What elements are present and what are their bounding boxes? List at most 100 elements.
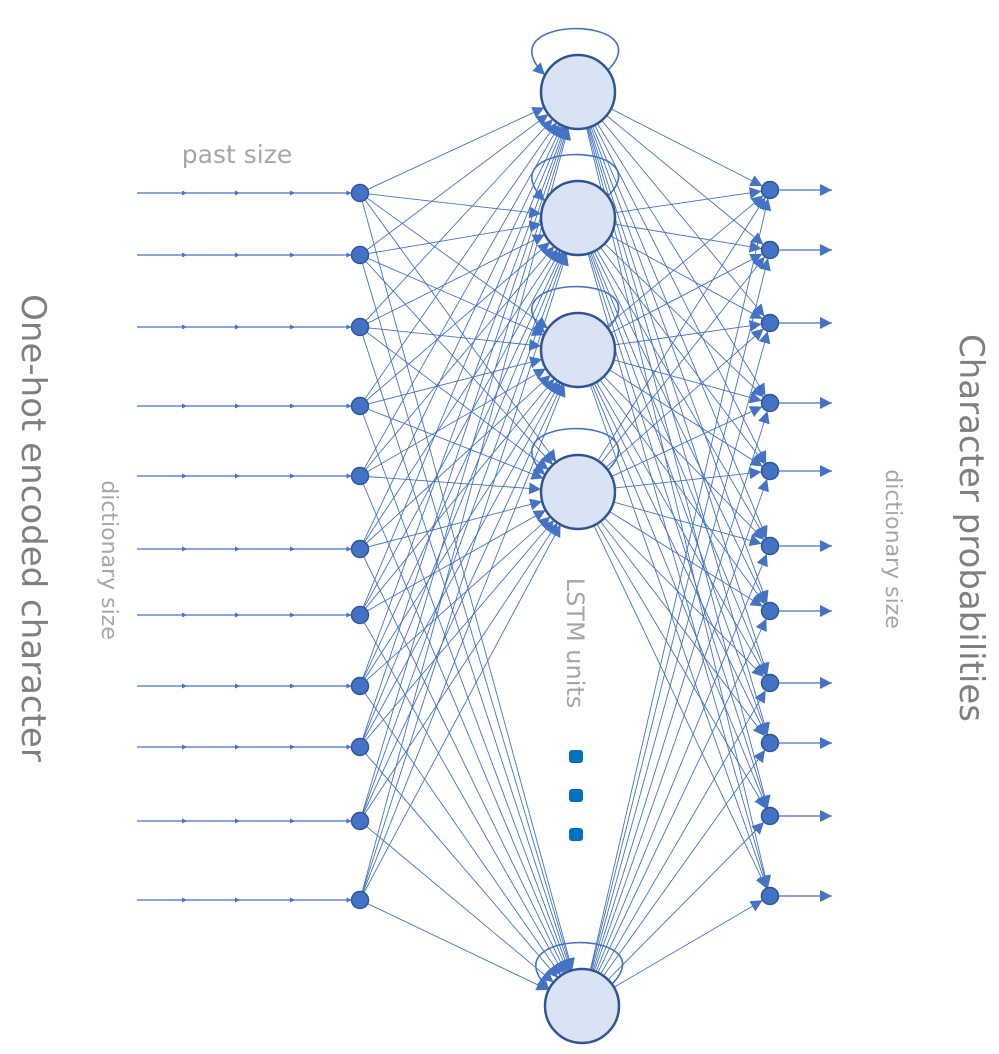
output-node bbox=[760, 673, 780, 693]
output-node bbox=[760, 601, 780, 621]
input-node bbox=[350, 183, 370, 203]
input-to-lstm-connection bbox=[363, 382, 561, 740]
output-node bbox=[760, 536, 780, 556]
input-to-lstm-connection bbox=[368, 327, 542, 351]
input-to-lstm-connection bbox=[367, 903, 549, 991]
input-to-lstm-connection bbox=[364, 380, 559, 680]
lstm-to-output-connection bbox=[611, 406, 763, 477]
output-node bbox=[760, 313, 780, 333]
input-to-lstm-connection bbox=[363, 250, 561, 608]
input-to-lstm-connection bbox=[361, 263, 574, 971]
output-arrows bbox=[778, 184, 832, 902]
input-to-lstm-connection bbox=[362, 252, 567, 814]
lstm-to-output-connection bbox=[603, 376, 765, 541]
lstm-to-output-connection bbox=[589, 127, 770, 676]
input-to-lstm-connection bbox=[364, 248, 559, 543]
input-to-lstm-connection bbox=[362, 253, 569, 893]
lstm-self-loop bbox=[535, 941, 624, 990]
lstm-to-output-connection bbox=[589, 198, 772, 971]
output-node bbox=[760, 180, 780, 200]
input-to-lstm-connection bbox=[362, 126, 569, 740]
lstm-unit bbox=[539, 179, 617, 257]
lstm-to-output-connection bbox=[597, 123, 766, 397]
output-node bbox=[760, 806, 780, 826]
input-to-lstm-connection bbox=[365, 374, 551, 544]
lstm-to-output-connection bbox=[613, 359, 762, 404]
input-to-lstm-connection bbox=[362, 334, 573, 971]
input-to-lstm-connection bbox=[362, 483, 569, 973]
input-to-lstm-connection bbox=[362, 384, 566, 893]
lstm-to-output-connection bbox=[596, 523, 767, 809]
lstm-to-output-connection bbox=[588, 127, 770, 735]
input-to-lstm-connection bbox=[365, 118, 554, 322]
input-to-lstm-connection bbox=[366, 241, 551, 401]
input-node bbox=[350, 737, 370, 757]
lstm-to-output-connection bbox=[614, 223, 762, 253]
input-node bbox=[350, 811, 370, 831]
input-to-lstm-connection bbox=[365, 378, 555, 609]
input-to-lstm-connection bbox=[363, 123, 561, 469]
input-to-lstm-connection bbox=[364, 522, 558, 815]
lstm-to-output-connection bbox=[606, 115, 764, 245]
lstm-to-output-connection bbox=[601, 120, 765, 317]
input-title: One-hot encoded character bbox=[13, 294, 53, 762]
output-node bbox=[760, 886, 780, 906]
lstm-to-output-connection bbox=[593, 478, 769, 972]
lstm-to-output-connection bbox=[587, 127, 771, 808]
lstm-to-output-connection bbox=[587, 253, 771, 888]
lstm-to-output-connection bbox=[600, 247, 766, 465]
lstm-to-output-connection bbox=[599, 379, 766, 605]
input-to-lstm-connection bbox=[367, 107, 545, 190]
input-layer bbox=[350, 183, 370, 910]
input-to-lstm-connection bbox=[366, 516, 551, 681]
lstm-to-output-connection bbox=[604, 243, 765, 398]
lstm-to-output-connection bbox=[614, 467, 762, 489]
lstm-to-output-connection bbox=[592, 410, 770, 971]
lstm-to-output-connection bbox=[600, 256, 766, 464]
lstm-to-output-connection bbox=[610, 108, 763, 187]
input-to-lstm-connection bbox=[368, 356, 543, 405]
past-size-label: past size bbox=[182, 140, 292, 169]
input-to-lstm-connection bbox=[367, 368, 547, 473]
lstm-to-output-connection bbox=[593, 251, 767, 604]
ellipsis-dot bbox=[569, 828, 583, 841]
lstm-to-output-connection bbox=[609, 369, 764, 467]
lstm-self-loop bbox=[531, 285, 620, 334]
lstm-to-output-connection bbox=[589, 384, 769, 889]
input-to-lstm-connection bbox=[365, 753, 559, 979]
input-to-lstm-connection bbox=[361, 127, 572, 892]
lstm-to-output-connection bbox=[593, 525, 767, 889]
output-node bbox=[760, 733, 780, 753]
output-node bbox=[760, 240, 780, 260]
lstm-self-loop bbox=[531, 27, 620, 76]
lstm-to-output-connection bbox=[614, 187, 762, 214]
input-to-lstm-connection bbox=[362, 125, 565, 608]
lstm-to-output-connection bbox=[594, 124, 767, 464]
hidden-units-ellipsis bbox=[569, 750, 583, 841]
lstm-to-output-connection bbox=[590, 252, 769, 736]
input-node bbox=[350, 676, 370, 696]
lstm-to-output-connection bbox=[593, 383, 767, 736]
lstm-to-output-connection bbox=[614, 319, 762, 346]
lstm-to-output-connection bbox=[606, 195, 764, 327]
input-to-lstm-connection bbox=[365, 245, 555, 470]
input-to-lstm-connection bbox=[368, 498, 543, 548]
lstm-unit bbox=[539, 53, 617, 131]
input-to-lstm-connection bbox=[363, 251, 563, 679]
input-to-lstm-connection bbox=[365, 260, 554, 466]
lstm-to-output-connection bbox=[596, 249, 767, 539]
lstm-self-loop bbox=[531, 153, 620, 202]
lstm-to-output-connection bbox=[603, 749, 766, 977]
lstm-to-output-connection bbox=[610, 235, 763, 320]
lstm-to-output-connection bbox=[609, 511, 764, 607]
lstm-units-label: LSTM units bbox=[561, 578, 589, 709]
output-node bbox=[760, 393, 780, 413]
lstm-self-loop bbox=[531, 427, 620, 476]
lstm-to-output-connection bbox=[595, 553, 768, 972]
output-dictionary-size-label: dictionary size bbox=[880, 469, 905, 629]
input-to-lstm-connection bbox=[364, 199, 557, 463]
lstm-unit bbox=[539, 311, 617, 389]
lstm-to-output-connection bbox=[591, 331, 771, 971]
input-node bbox=[350, 605, 370, 625]
